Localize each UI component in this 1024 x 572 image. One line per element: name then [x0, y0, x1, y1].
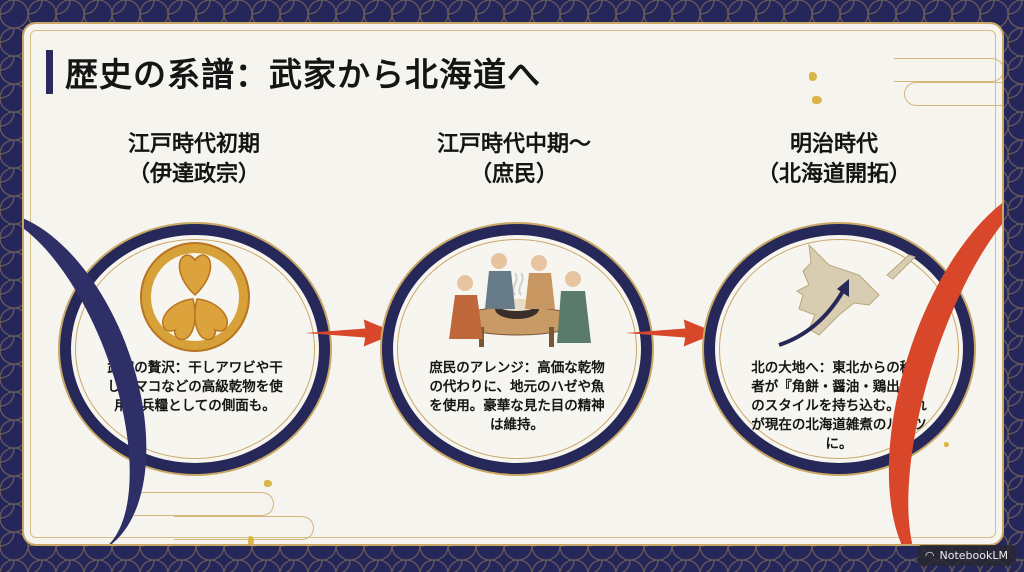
stage-heading: 明治時代 [789, 132, 878, 157]
gold-leaf-fleck [809, 72, 817, 81]
stage-subheading: （庶民） [469, 162, 558, 187]
slide-panel: 歴史の系譜：武家から北海道へ 江戸時代初期 （伊達政宗） 武家の贅沢：干しアワビ… [22, 22, 1004, 546]
stage-description: 庶民のアレンジ：高価な乾物の代わりに、地元のハゼや魚を使用。豪華な見た目の精神は… [429, 360, 605, 433]
stage-circle-edo-early: 武家の贅沢：干しアワビや干しナマコなどの高級乾物を使用。兵糧としての側面も。 [60, 224, 330, 474]
mitsuba-aoi-crest-icon [140, 242, 250, 352]
title-accent-bar [46, 50, 53, 94]
stage-meiji: 明治時代 （北海道開拓） [684, 130, 984, 190]
timeline-arrow-icon [625, 319, 717, 347]
commoners-eating-illustration [449, 253, 591, 347]
timeline-arrow-icon [305, 319, 397, 347]
stage-description: 北の大地へ：東北からの移住者が『角餅・醤油・鶏出汁』のスタイルを持ち込む。これが… [751, 360, 927, 452]
stage-heading: 江戸時代中期〜 [436, 132, 591, 157]
gold-leaf-fleck [944, 442, 949, 447]
cloud-decoration [894, 58, 1002, 82]
stage-description: 武家の贅沢：干しアワビや干しナマコなどの高級乾物を使用。兵糧としての側面も。 [107, 360, 283, 414]
cloud-decoration [904, 82, 1002, 106]
stage-circle-edo-mid: 庶民のアレンジ：高価な乾物の代わりに、地元のハゼや魚を使用。豪華な見た目の精神は… [382, 224, 652, 474]
stage-edo-mid: 江戸時代中期〜 （庶民） [364, 130, 664, 190]
notebooklm-logo-icon: ◠ [924, 549, 935, 562]
stage-subheading: （伊達政宗） [127, 162, 260, 187]
stage-heading: 江戸時代初期 [127, 132, 260, 157]
slide-title-group: 歴史の系譜：武家から北海道へ [46, 48, 541, 96]
gold-leaf-fleck [812, 96, 822, 104]
cloud-decoration [174, 516, 314, 540]
notebooklm-watermark: ◠ NotebookLM [916, 545, 1016, 566]
cloud-decoration [134, 492, 274, 516]
gold-leaf-fleck [248, 536, 254, 544]
stage-circle-meiji: 北の大地へ：東北からの移住者が『角餅・醤油・鶏出汁』のスタイルを持ち込む。これが… [704, 224, 974, 474]
hokkaido-map-icon [778, 243, 916, 347]
stage-edo-early: 江戸時代初期 （伊達政宗） [44, 130, 344, 190]
gold-leaf-fleck [264, 480, 272, 487]
slide-title: 歴史の系譜：武家から北海道へ [65, 55, 541, 94]
stage-subheading: （北海道開拓） [756, 162, 911, 187]
watermark-label: NotebookLM [939, 549, 1008, 562]
